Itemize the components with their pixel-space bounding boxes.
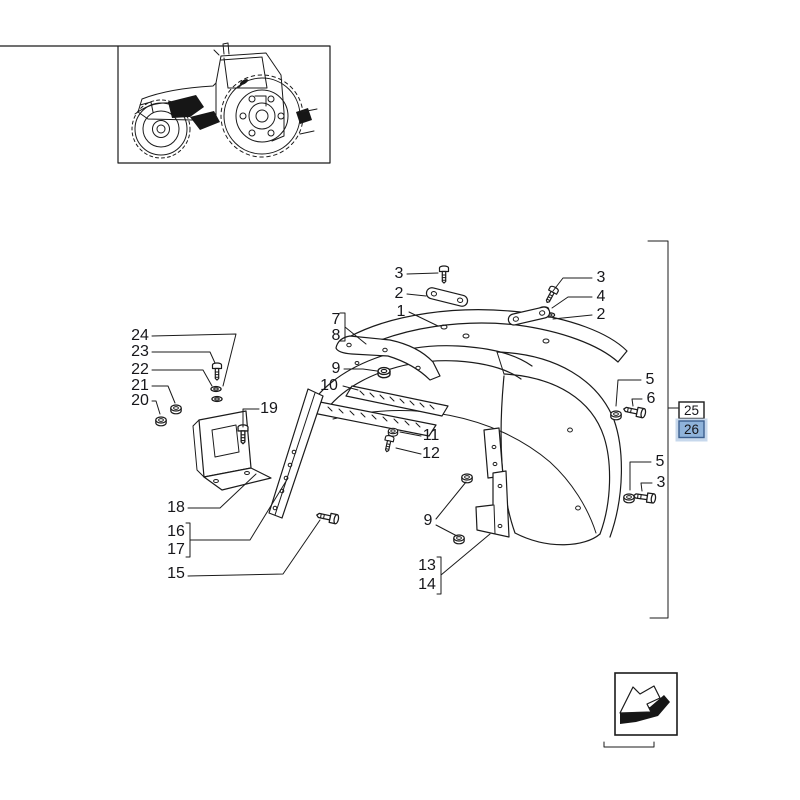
bolt-3-lower-right xyxy=(632,490,657,504)
reference-bracket xyxy=(647,240,679,619)
bolt-12 xyxy=(382,434,395,454)
bolt-23 xyxy=(211,362,223,381)
callout-11: 11 xyxy=(423,427,440,444)
callout-16: 16 xyxy=(167,523,185,540)
fender-leg-flange xyxy=(483,427,504,479)
callout-7: 7 xyxy=(332,311,341,328)
ref-box-26-selected[interactable]: 26 xyxy=(675,418,708,442)
callout-24: 24 xyxy=(131,327,149,344)
callout-4: 4 xyxy=(597,288,606,305)
callout-1: 1 xyxy=(397,303,406,320)
ref-26-label[interactable]: 26 xyxy=(684,422,699,437)
ref-25-label[interactable]: 25 xyxy=(684,403,699,418)
nut-21 xyxy=(170,404,182,415)
washer-24a xyxy=(210,385,222,393)
callout-22: 22 xyxy=(131,361,149,378)
callout-17: 17 xyxy=(167,541,185,558)
fender-rear-half xyxy=(496,351,622,546)
callout-9-lower: 9 xyxy=(424,512,433,529)
support-arm-16-17 xyxy=(268,388,324,519)
callout-2-top-right: 2 xyxy=(597,306,606,323)
nut-11 xyxy=(387,427,399,437)
callout-23: 23 xyxy=(131,343,149,360)
tractor-icon xyxy=(131,42,318,159)
leader-lines xyxy=(151,272,653,577)
link-plate-2-top-left xyxy=(424,285,470,309)
callout-8: 8 xyxy=(332,327,341,344)
callout-18: 18 xyxy=(167,499,185,516)
tractor-thumbnail-frame xyxy=(0,45,331,164)
prev-diagram-button[interactable] xyxy=(614,672,678,736)
callout-labels: 3 2 1 3 4 2 7 8 9 10 11 12 24 23 22 21 2… xyxy=(131,265,665,593)
callout-9-upper: 9 xyxy=(332,360,341,377)
callout-3-lower-right: 3 xyxy=(657,474,666,491)
nut-9-mid xyxy=(461,473,473,484)
ref-box-25[interactable]: 25 xyxy=(678,401,705,420)
callout-10: 10 xyxy=(320,377,338,394)
nut-9-low xyxy=(453,534,465,545)
callout-6: 6 xyxy=(647,390,656,407)
callout-3-top-left: 3 xyxy=(395,265,404,282)
callout-19: 19 xyxy=(260,400,278,417)
previous-diagram-arrow-icon xyxy=(619,685,670,724)
serrated-strips-10 xyxy=(312,385,449,437)
callout-3-top-right: 3 xyxy=(597,269,606,286)
nav-underline-bracket xyxy=(603,741,655,748)
bolt-3-top-left xyxy=(438,265,450,284)
bolt-6 xyxy=(622,403,647,419)
pair-brackets xyxy=(185,312,442,595)
callout-12: 12 xyxy=(422,445,440,462)
callout-13: 13 xyxy=(418,557,436,574)
callout-2-top-left: 2 xyxy=(395,285,404,302)
fender-front-rim xyxy=(312,345,597,534)
nut-20 xyxy=(155,416,167,427)
l-bracket-13-14 xyxy=(475,470,510,538)
nut-5-lower xyxy=(623,493,635,504)
nut-5-upper xyxy=(610,410,622,421)
bolt-3-top-right xyxy=(542,284,560,306)
callout-14: 14 xyxy=(418,576,436,593)
callout-20: 20 xyxy=(131,392,149,409)
nut-9-upper xyxy=(377,366,391,379)
callout-5-upper: 5 xyxy=(646,371,655,388)
callout-21: 21 xyxy=(131,377,149,394)
bracket-18 xyxy=(192,410,272,491)
bolt-15 xyxy=(315,509,340,525)
washer-24b xyxy=(211,395,223,403)
callout-5-lower: 5 xyxy=(656,453,665,470)
callout-15: 15 xyxy=(167,565,185,582)
